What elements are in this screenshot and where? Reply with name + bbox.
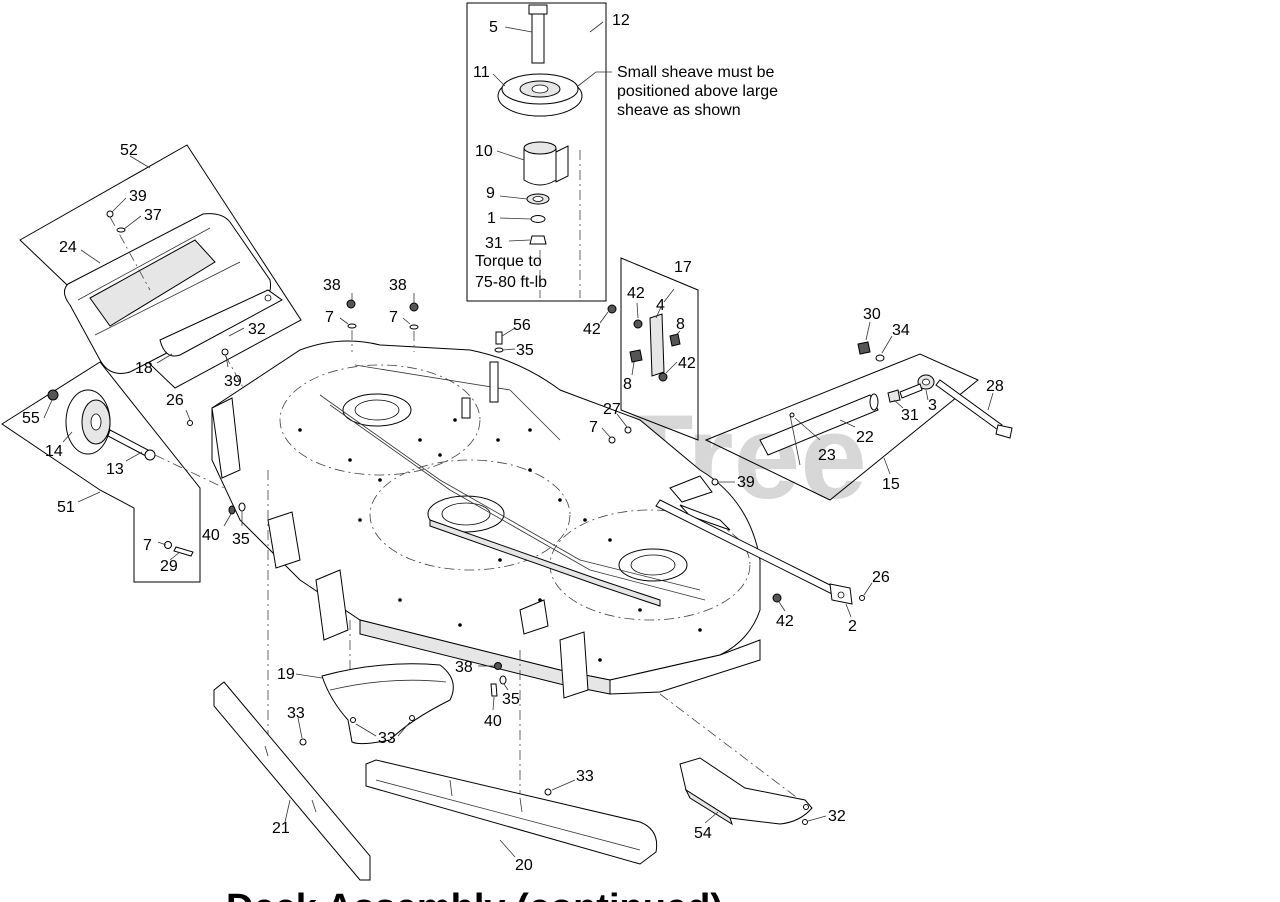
callout-28: 28	[986, 378, 1004, 395]
callout-38-front: 38	[455, 659, 473, 676]
callout-31-spindle: 31	[485, 235, 503, 252]
callout-8-idler-right: 8	[676, 316, 685, 333]
callout-40-front: 40	[484, 713, 502, 730]
callout-7-wheel: 7	[143, 537, 152, 554]
callout-17: 17	[674, 259, 692, 276]
callout-55: 55	[22, 410, 40, 427]
callout-2: 2	[848, 618, 857, 635]
sheave-note-line1: Small sheave must be	[617, 64, 775, 81]
deck-holes	[298, 418, 702, 662]
callout-38-left: 38	[323, 277, 341, 294]
callout-39-cover: 39	[129, 188, 147, 205]
callout-37: 37	[144, 207, 162, 224]
callout-31-rod: 31	[901, 407, 919, 424]
callout-32-chute: 32	[828, 808, 846, 825]
callout-35-left: 35	[232, 531, 250, 548]
callout-21: 21	[272, 820, 290, 837]
callout-29: 29	[160, 558, 178, 575]
callout-1: 1	[487, 210, 496, 227]
callout-19: 19	[277, 666, 295, 683]
wheel-group: 55 14 13 51 7 29	[1, 361, 261, 583]
callout-15: 15	[882, 476, 900, 493]
callout-35-top: 35	[516, 342, 534, 359]
idler-group: 17 42 4 42 8 42 8	[583, 257, 699, 441]
sheave-note-line3: sheave as shown	[617, 102, 741, 119]
mower-deck	[211, 340, 761, 699]
callout-33-plate: 33	[576, 768, 594, 785]
callout-35-front: 35	[502, 691, 520, 708]
callout-8-idler-left: 8	[623, 376, 632, 393]
callout-27: 27	[603, 401, 621, 418]
callout-26-right: 26	[872, 569, 890, 586]
callout-32-cover: 32	[248, 321, 266, 338]
callout-33-bar: 33	[287, 705, 305, 722]
callout-56: 56	[513, 317, 531, 334]
callout-38-center: 38	[389, 277, 407, 294]
callout-26-left: 26	[166, 392, 184, 409]
callout-54: 54	[694, 825, 712, 842]
callout-20: 20	[515, 857, 533, 874]
callout-5: 5	[489, 19, 498, 36]
callout-7-center: 7	[389, 309, 398, 326]
lift-rod: 26 2	[655, 499, 890, 635]
callout-51: 51	[57, 499, 75, 516]
callout-14: 14	[45, 443, 63, 460]
callout-3: 3	[928, 397, 937, 414]
callout-42-idler-top: 42	[627, 285, 645, 302]
callout-22: 22	[856, 429, 874, 446]
lower-parts: 19 33 33 21 33 20 32 54	[213, 470, 846, 881]
belt-cover-group: 52 39 37 24 32 18 39	[19, 142, 302, 401]
sheave-note: Small sheave must be positioned above la…	[617, 64, 778, 119]
callout-34: 34	[892, 322, 910, 339]
spindle-detail: 5 12 11 10 9 1 31 Torque to 75-80 ft-lb	[466, 2, 630, 302]
callout-13: 13	[106, 461, 124, 478]
callout-18: 18	[135, 360, 153, 377]
callout-11: 11	[473, 64, 490, 81]
callout-42-idler-left: 42	[583, 321, 601, 338]
diagram-title: Deck Assembly (continued)	[226, 887, 723, 902]
callout-39-bracket: 39	[224, 373, 242, 390]
callout-7-left: 7	[325, 309, 334, 326]
callout-40-left: 40	[202, 527, 220, 544]
torque-note-line2: 75-80 ft-lb	[475, 274, 547, 291]
callout-7-right: 7	[589, 419, 598, 436]
tension-rod-group: 30 34 28 3 31 22 23 15	[704, 306, 1013, 501]
sheave-note-line2: positioned above large	[617, 83, 778, 100]
callout-33-baffle: 33	[378, 730, 396, 747]
callout-10: 10	[475, 143, 493, 160]
callout-42-idler-right: 42	[678, 355, 696, 372]
callout-42-right: 42	[776, 613, 794, 630]
callout-9: 9	[486, 185, 495, 202]
callout-4: 4	[656, 297, 665, 314]
callout-52: 52	[120, 142, 138, 159]
deck-hardware: 38 7 38 7 56 35 26 27 7 39 40 35 38 35 4…	[166, 277, 794, 730]
callout-30: 30	[863, 306, 881, 323]
callout-24: 24	[59, 239, 77, 256]
callout-39-deck: 39	[737, 474, 755, 491]
callout-23: 23	[818, 447, 836, 464]
callout-12: 12	[612, 12, 630, 29]
torque-note-line1: Torque to	[475, 253, 542, 270]
